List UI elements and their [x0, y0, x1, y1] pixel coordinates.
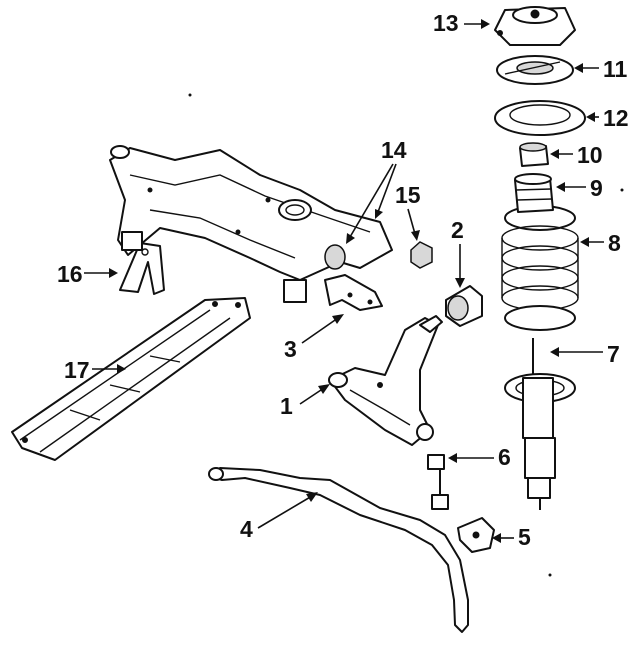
part-17-crossmember — [11, 297, 251, 461]
scan-speck — [188, 93, 192, 97]
callout-9: 9 — [556, 175, 603, 201]
scan-speck — [620, 188, 624, 192]
callout-12: 12 — [586, 105, 629, 131]
callout-13: 13 — [433, 10, 490, 36]
callout-10: 10 — [550, 142, 603, 168]
callout-2-label: 2 — [451, 217, 464, 243]
callout-1: 1 — [280, 384, 330, 419]
callout-15-label: 15 — [395, 182, 421, 208]
callout-7: 7 — [550, 341, 620, 367]
callout-4: 4 — [240, 492, 318, 542]
part-13-strut-mount — [494, 6, 576, 46]
callout-5-label: 5 — [518, 524, 531, 550]
part-3-bracket — [324, 274, 383, 311]
callout-10-label: 10 — [577, 142, 603, 168]
part-4-stabilizer-bar — [208, 467, 469, 633]
callout-12-label: 12 — [603, 105, 629, 131]
callout-5: 5 — [492, 524, 531, 550]
callout-7-label: 7 — [607, 341, 620, 367]
callout-3: 3 — [284, 314, 344, 362]
part-6-stabilizer-link — [427, 454, 449, 510]
part-15-bushing — [410, 241, 433, 269]
callout-3-label: 3 — [284, 336, 297, 362]
callout-16: 16 — [57, 261, 118, 287]
callout-8: 8 — [580, 230, 621, 256]
part-9-dust-boot — [514, 173, 554, 213]
callout-8-label: 8 — [608, 230, 621, 256]
callout-17: 17 — [64, 357, 126, 383]
callout-4-label: 4 — [240, 516, 253, 542]
part-7-strut — [504, 338, 576, 510]
callout-16-label: 16 — [57, 261, 83, 287]
callout-1-label: 1 — [280, 393, 293, 419]
callout-13-label: 13 — [433, 10, 459, 36]
part-10-bumper — [519, 142, 549, 167]
callout-14-label: 14 — [381, 137, 407, 163]
part-8-coil-spring — [501, 205, 579, 331]
callout-17-label: 17 — [64, 357, 90, 383]
callout-11-label: 11 — [603, 56, 628, 82]
part-12-spring-seat — [494, 100, 586, 136]
callout-6-label: 6 — [498, 444, 511, 470]
callout-15: 15 — [395, 182, 421, 241]
callout-14: 14 — [346, 137, 407, 244]
part-5-clamp — [457, 517, 495, 553]
callout-11: 11 — [574, 56, 628, 82]
scan-speck — [548, 573, 552, 577]
callout-6: 6 — [448, 444, 511, 470]
part-16-bracket — [119, 242, 165, 295]
part-2-bushing — [445, 285, 483, 327]
part-14-subframe — [109, 145, 393, 303]
part-11-bearing — [496, 55, 574, 85]
callout-9-label: 9 — [590, 175, 603, 201]
callout-2: 2 — [451, 217, 465, 288]
part-1-control-arm — [328, 315, 443, 446]
